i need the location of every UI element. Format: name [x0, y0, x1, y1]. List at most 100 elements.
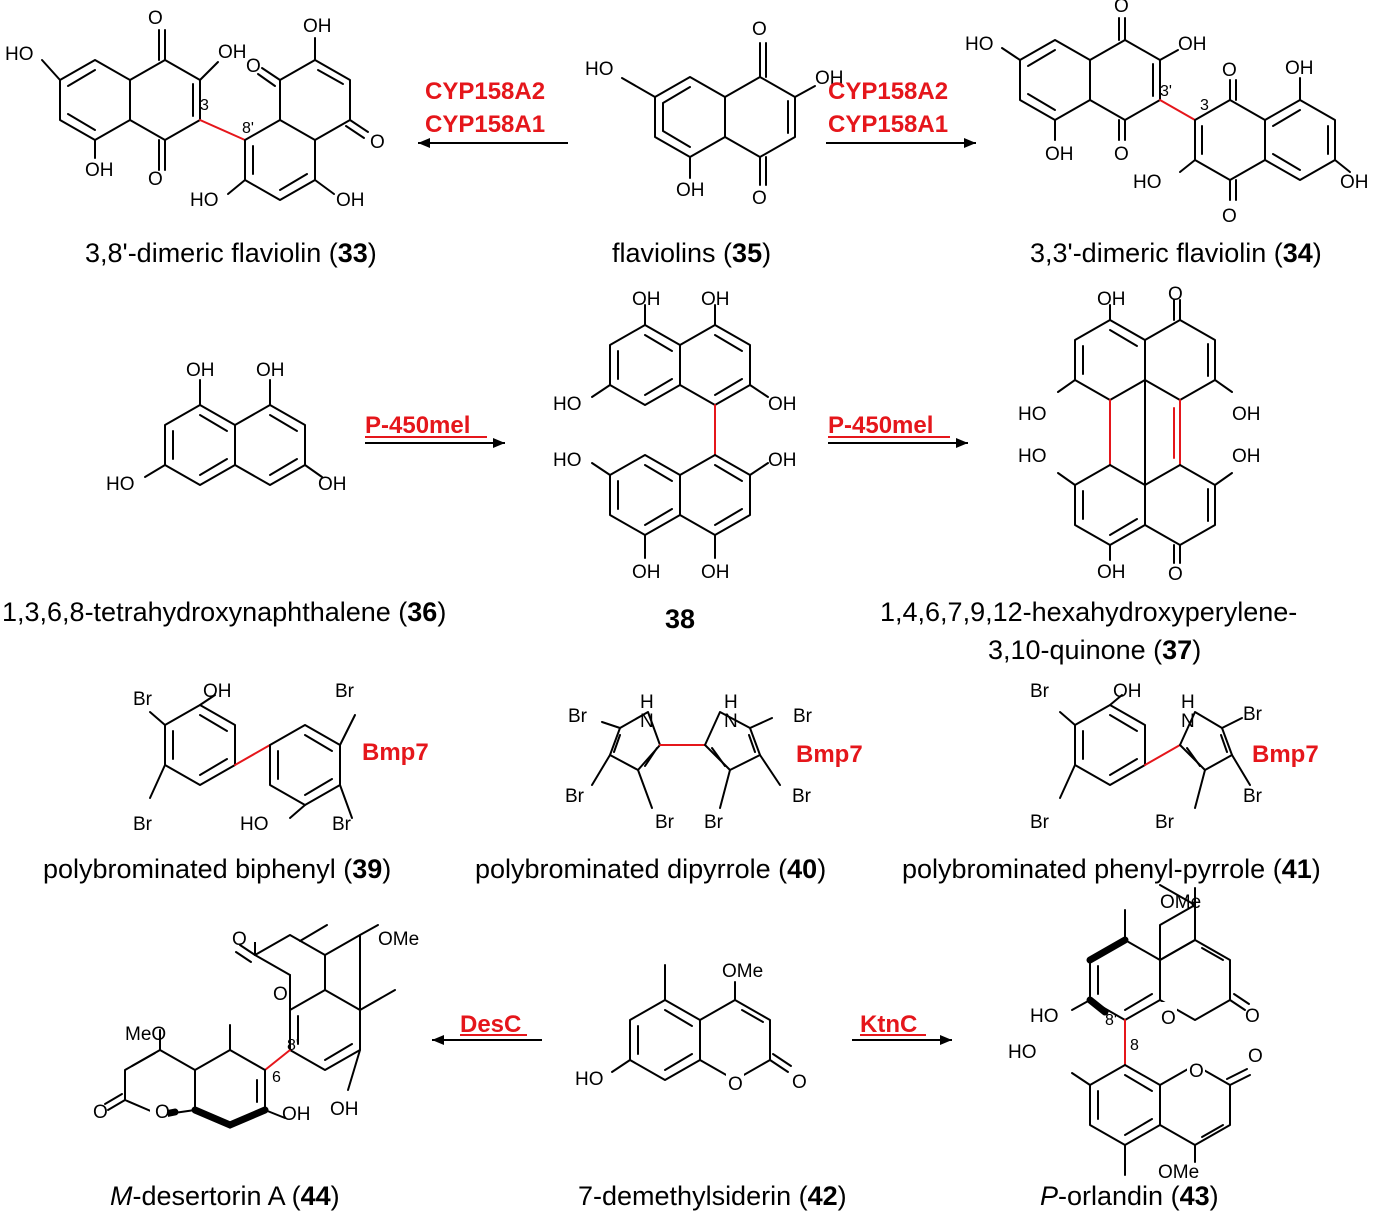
- structure-phenylpyrrole-41: Br OH Br H N Br Br Br Bmp7: [1030, 681, 1319, 833]
- atom-oh: OH: [330, 1099, 359, 1120]
- atom-o: O: [1168, 284, 1183, 305]
- atom-br: Br: [793, 706, 813, 727]
- atom-o: O: [1189, 1061, 1204, 1082]
- atom-o: O: [1114, 0, 1129, 17]
- atom-h: H: [1181, 692, 1195, 713]
- enzyme-bmp7: Bmp7: [796, 741, 863, 768]
- atom-ome: OMe: [378, 929, 419, 950]
- structure-dipyrrole-40: H N H N Br Br Br Br Br Br Bmp7: [565, 692, 863, 833]
- atom-o: O: [728, 1074, 743, 1095]
- caption-39: polybrominated biphenyl (39): [43, 854, 391, 884]
- atom-oh: OH: [701, 562, 730, 583]
- atom-br: Br: [133, 689, 153, 710]
- enzyme-cyp158a2: CYP158A2: [425, 78, 545, 105]
- atom-br: Br: [565, 786, 585, 807]
- atom-oh: OH: [815, 68, 844, 89]
- atom-h: H: [640, 692, 654, 713]
- atom-oh: OH: [336, 190, 365, 211]
- atom-ho: HO: [965, 34, 994, 55]
- atom-ome: OMe: [1160, 892, 1201, 913]
- atom-oh: OH: [632, 562, 661, 583]
- atom-ho: HO: [5, 44, 34, 65]
- locant-3prime: 3': [1160, 83, 1172, 100]
- atom-o: O: [1245, 1006, 1260, 1027]
- atom-oh: OH: [1285, 58, 1314, 79]
- enzyme-cyp158a1: CYP158A1: [828, 111, 948, 138]
- atom-oh: OH: [282, 1104, 311, 1125]
- atom-oh: OH: [1232, 446, 1261, 467]
- atom-oh: OH: [1113, 681, 1142, 702]
- enzyme-p450mel: P-450mel: [365, 412, 470, 439]
- arrow-35-to-34: CYP158A2 CYP158A1: [826, 78, 976, 148]
- locant-8prime: 8': [1105, 1012, 1117, 1029]
- arrow-42-to-43: KtnC: [852, 1011, 952, 1045]
- structure-biphenyl-39: Br OH Br Br HO Br Bmp7: [133, 681, 429, 835]
- atom-ho: HO: [106, 474, 135, 495]
- atom-ho: HO: [1133, 172, 1162, 193]
- locant-8prime: 8': [287, 1037, 299, 1054]
- structure-desertorin-44: O OMe MeO O O OH OH O 8' 6: [93, 920, 419, 1129]
- atom-oh: OH: [1045, 144, 1074, 165]
- locant-3: 3: [200, 97, 209, 114]
- atom-o: O: [148, 169, 163, 190]
- atom-br: Br: [704, 812, 724, 833]
- atom-oh: OH: [256, 360, 285, 381]
- atom-o: O: [1222, 60, 1237, 81]
- atom-o: O: [752, 19, 767, 40]
- arrow-38-to-37: P-450mel: [828, 412, 968, 448]
- caption-44: M-desertorin A (44): [110, 1181, 340, 1211]
- atom-o: O: [93, 1102, 108, 1123]
- atom-oh: OH: [186, 360, 215, 381]
- caption-42: 7-demethylsiderin (42): [578, 1181, 847, 1211]
- structure-binaphthyl-38: OH OH HO OH HO OH OH OH: [553, 289, 797, 583]
- atom-ho: HO: [190, 190, 219, 211]
- atom-br: Br: [1243, 786, 1263, 807]
- enzyme-bmp7: Bmp7: [362, 739, 429, 766]
- atom-ho: HO: [575, 1069, 604, 1090]
- atom-ho: HO: [1008, 1042, 1037, 1063]
- locant-8prime: 8': [242, 120, 254, 137]
- atom-oh: OH: [85, 160, 114, 181]
- atom-br: Br: [1155, 812, 1175, 833]
- atom-oh: OH: [203, 681, 232, 702]
- atom-br: Br: [792, 786, 812, 807]
- caption-37-line1: 1,4,6,7,9,12-hexahydroxyperylene-: [880, 597, 1297, 627]
- atom-o: O: [155, 1102, 170, 1123]
- arrow-36-to-38: P-450mel: [365, 412, 505, 448]
- atom-h: H: [724, 692, 738, 713]
- structure-dimer-34: O O HO OH OH O O OH OH HO 3' 3: [965, 0, 1369, 227]
- caption-38: 38: [665, 604, 695, 634]
- structure-perylenequinone-37: OH O HO OH HO OH OH O: [1018, 284, 1261, 585]
- atom-o: O: [246, 56, 261, 77]
- caption-36: 1,3,6,8-tetrahydroxynaphthalene (36): [2, 597, 446, 627]
- atom-ho: HO: [585, 59, 614, 80]
- atom-oh: OH: [218, 42, 247, 63]
- caption-40: polybrominated dipyrrole (40): [475, 854, 826, 884]
- caption-37-line2: 3,10-quinone (37): [988, 635, 1201, 665]
- caption-41: polybrominated phenyl-pyrrole (41): [902, 854, 1321, 884]
- atom-oh: OH: [1340, 172, 1369, 193]
- atom-oh: OH: [768, 394, 797, 415]
- atom-n: N: [724, 711, 738, 732]
- structure-flaviolin-35: O O HO OH OH: [585, 19, 844, 209]
- atom-oh: OH: [318, 474, 347, 495]
- atom-ho: HO: [1018, 404, 1047, 425]
- structure-dimer-33: O O HO OH OH OH O O HO OH 3 8': [5, 8, 385, 211]
- atom-ome: OMe: [722, 961, 763, 982]
- atom-oh: OH: [768, 450, 797, 471]
- atom-o: O: [1168, 564, 1183, 585]
- enzyme-cyp158a2: CYP158A2: [828, 78, 948, 105]
- arrow-35-to-33: CYP158A2 CYP158A1: [418, 78, 568, 148]
- locant-3: 3: [1200, 97, 1209, 114]
- atom-ho: HO: [1018, 446, 1047, 467]
- caption-43: P-orlandin (43): [1040, 1181, 1219, 1211]
- atom-oh: OH: [632, 289, 661, 310]
- atom-oh: OH: [701, 289, 730, 310]
- atom-oh: OH: [303, 16, 332, 37]
- atom-n: N: [640, 711, 654, 732]
- enzyme-p450mel: P-450mel: [828, 412, 933, 439]
- atom-br: Br: [332, 814, 352, 835]
- atom-ome: OMe: [1158, 1162, 1199, 1183]
- structure-t4hn-36: OH OH HO OH: [106, 360, 347, 495]
